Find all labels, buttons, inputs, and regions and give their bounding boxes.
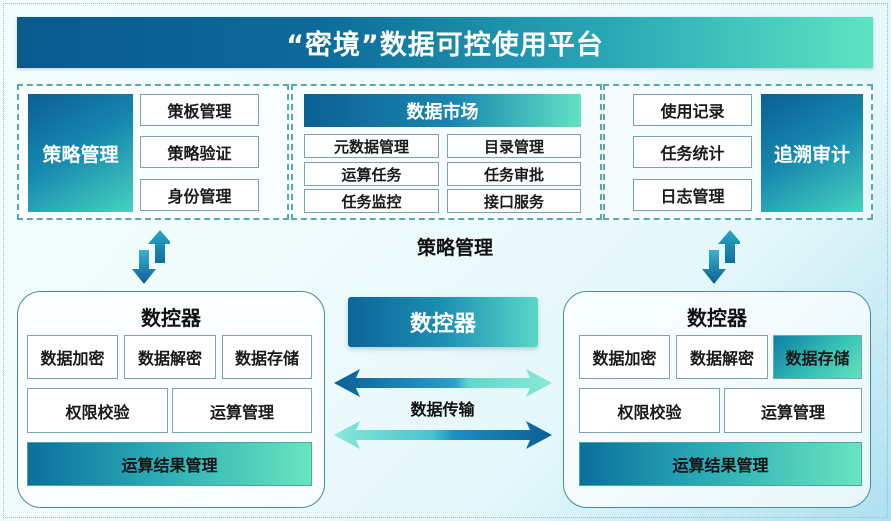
right-decrypt: 数据解密 (676, 335, 768, 379)
market-item-task-monitor: 任务监控 (304, 189, 439, 213)
market-item-task-approval: 任务审批 (447, 162, 581, 186)
market-item-catalog: 目录管理 (447, 134, 581, 158)
left-encrypt: 数据加密 (27, 335, 118, 379)
platform-title: “密境”数据可控使用平台 (17, 17, 873, 68)
right-controller: 数控器 数据加密 数据解密 数据存储 权限校验 运算管理 运算结果管理 (563, 291, 871, 508)
data-transfer-label: 数据传输 (410, 400, 475, 419)
left-permission-check: 权限校验 (27, 388, 168, 433)
policy-item-identity: 身份管理 (140, 179, 259, 211)
right-permission-check: 权限校验 (579, 388, 720, 433)
audit-item-usage-record: 使用记录 (633, 94, 752, 126)
double-headed-arrow-icon (334, 369, 552, 397)
market-heading: 数据市场 (304, 94, 581, 127)
diagram-frame (3, 3, 888, 518)
market-item-compute-task: 运算任务 (304, 162, 439, 186)
right-storage-highlighted: 数据存储 (773, 335, 862, 379)
double-headed-arrow-icon (334, 421, 552, 449)
market-item-api-service: 接口服务 (447, 189, 581, 213)
center-controller-label: 数控器 (348, 297, 538, 347)
left-result-management: 运算结果管理 (27, 442, 312, 486)
left-controller-title: 数控器 (141, 306, 201, 330)
up-down-arrows-icon (132, 230, 170, 284)
market-panel: 数据市场 元数据管理 目录管理 运算任务 任务审批 任务监控 接口服务 (291, 84, 602, 220)
right-result-management: 运算结果管理 (579, 442, 862, 486)
policy-management-label: 策略管理 (416, 237, 493, 259)
down-arrow (702, 250, 726, 284)
left-controller: 数控器 数据加密 数据解密 数据存储 权限校验 运算管理 运算结果管理 (17, 291, 325, 508)
policy-heading: 策略管理 (28, 94, 133, 212)
left-decrypt: 数据解密 (124, 335, 216, 379)
right-compute-management: 运算管理 (724, 388, 862, 433)
up-arrow (718, 230, 740, 263)
left-compute-management: 运算管理 (172, 388, 312, 433)
right-encrypt: 数据加密 (579, 335, 670, 379)
policy-panel: 策略管理 策板管理 策略验证 身份管理 (17, 84, 289, 220)
left-storage: 数据存储 (222, 335, 312, 379)
audit-heading: 追溯审计 (761, 94, 863, 212)
policy-item-template: 策板管理 (140, 94, 259, 126)
policy-item-verify: 策略验证 (140, 136, 259, 168)
audit-panel: 使用记录 任务统计 日志管理 追溯审计 (603, 84, 873, 220)
audit-item-task-stats: 任务统计 (633, 136, 752, 168)
up-arrow (148, 230, 170, 263)
market-item-metadata: 元数据管理 (304, 134, 439, 158)
audit-item-log-management: 日志管理 (633, 179, 752, 211)
right-controller-title: 数控器 (687, 306, 747, 330)
up-down-arrows-icon (702, 230, 740, 284)
down-arrow (132, 250, 156, 284)
